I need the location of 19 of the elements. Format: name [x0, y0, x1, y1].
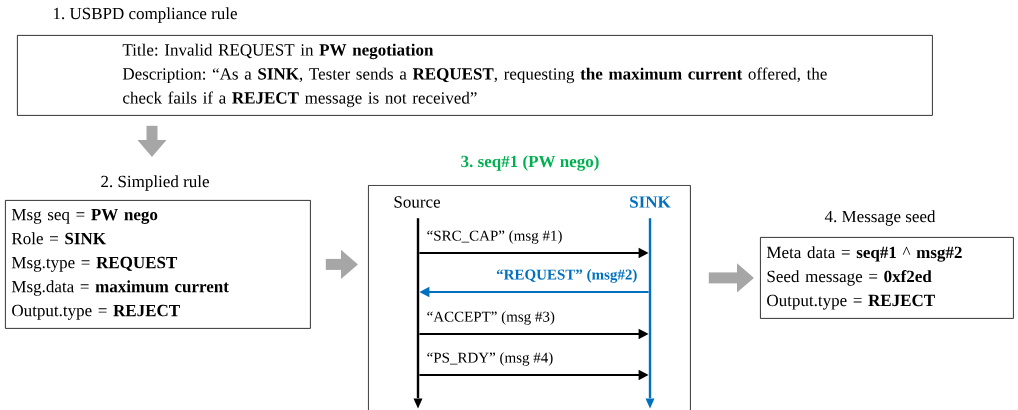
node-label: Msg seq = PW nego — [11, 209, 158, 224]
node-label: Role = SINK — [11, 232, 106, 245]
lifeline-arrow — [413, 218, 423, 409]
node-label: Description: “As a SINK, Tester sends a REQUEST, requesting the maximum current offered, the check fails if a REJECT message is not received” — [122, 67, 827, 108]
node-label: Msg.type = REQUEST — [11, 256, 178, 272]
edge-label: “ACCEPT” (msg #3) — [427, 311, 555, 325]
edge-label: “REQUEST” (msg#2) — [496, 269, 637, 283]
edge-label: “SRC_CAP” (msg #1) — [427, 230, 562, 244]
node-label: Output.type = REJECT — [12, 304, 180, 320]
edge-label: “PS_RDY” (msg #4) — [427, 352, 553, 366]
heading: 2. Simplied rule — [101, 175, 209, 191]
lifeline-label: Source — [394, 196, 440, 208]
lifeline-label: SINK — [630, 196, 671, 208]
heading: 4. Message seed — [824, 210, 936, 226]
heading: 1. USBPD compliance rule — [53, 7, 237, 23]
heading: 3. seq#1 (PW nego) — [461, 155, 599, 171]
node-label: Msg.data = maximum current — [11, 280, 229, 296]
node-label: Title: Invalid REQUEST in PW negotiation — [122, 43, 434, 60]
lifeline-arrow — [645, 218, 655, 409]
